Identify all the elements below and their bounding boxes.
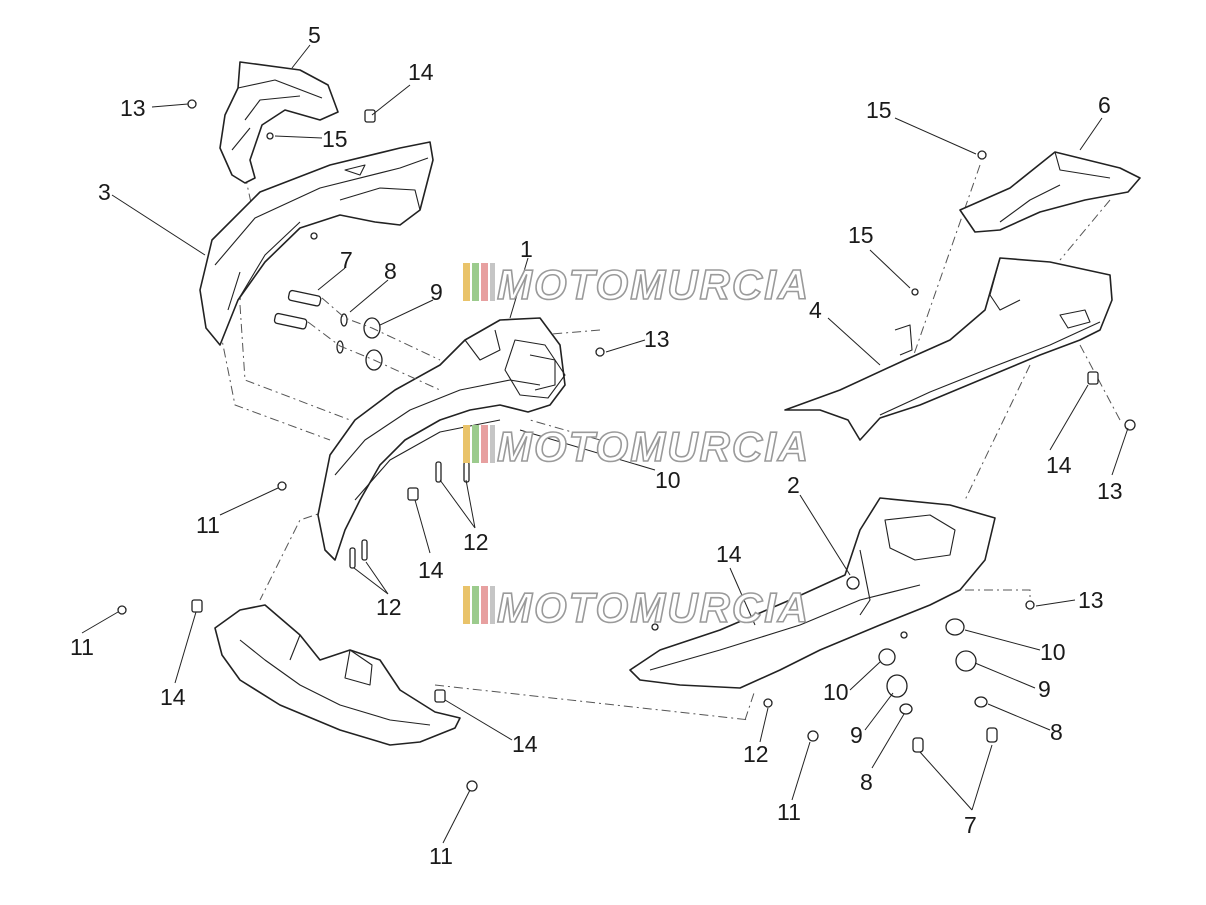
callout-9: 9 [850,722,863,748]
watermark-stripe [472,586,479,624]
callout-5: 5 [308,22,321,48]
callout-14: 14 [716,541,742,567]
right-bolt-set [878,618,998,753]
callout-8: 8 [860,769,873,795]
watermark-stripe [490,263,495,301]
lower-left-fairing [214,604,461,746]
callout-10: 10 [655,467,681,493]
watermark-stripe [463,263,470,301]
watermark-text: MOTOMURCIA [497,423,810,470]
watermark-stripe [481,425,488,463]
left-bolt-set [273,289,441,391]
callout-6: 6 [1098,92,1111,118]
fasteners [117,99,1136,792]
watermark-top: MOTOMURCIA [463,260,810,309]
callout-13: 13 [1078,587,1104,613]
watermark-bottom: MOTOMURCIA [463,583,810,632]
watermark-stripe [490,586,495,624]
part-4-right-side-panel [784,257,1113,441]
callout-11: 11 [429,843,453,869]
callout-14: 14 [418,557,444,583]
callout-7: 7 [964,812,977,838]
callout-8: 8 [384,258,397,284]
watermark-stripe [463,586,470,624]
callout-12: 12 [376,594,402,620]
callout-11: 11 [70,634,94,660]
watermark-text: MOTOMURCIA [497,584,810,631]
callout-14: 14 [408,59,434,85]
assembly-lines [219,164,1121,721]
callout-12: 12 [463,529,489,555]
callout-15: 15 [848,222,874,248]
callout-15: 15 [322,126,348,152]
callout-7: 7 [340,247,353,273]
callout-9: 9 [1038,676,1051,702]
part-5-upper-cover [219,61,339,184]
callout-9: 9 [430,279,443,305]
watermark-stripe [481,586,488,624]
watermark-middle: MOTOMURCIA [463,422,810,471]
callout-12: 12 [743,741,769,767]
callout-10: 10 [823,679,849,705]
callout-11: 11 [777,799,801,825]
watermark-stripe [463,425,470,463]
part-2-lower-right-fairing [629,497,996,689]
callout-4: 4 [809,297,822,323]
callout-13: 13 [1097,478,1123,504]
callout-3: 3 [98,179,111,205]
callout-14: 14 [160,684,186,710]
part-6-right-small-cover [959,151,1141,233]
callout-13: 13 [120,95,146,121]
callout-8: 8 [1050,719,1063,745]
callout-14: 14 [1046,452,1072,478]
callout-15: 15 [866,97,892,123]
callout-14: 14 [512,731,538,757]
callout-labels: 1 2 3 4 5 6 7 7 8 8 8 9 9 9 10 10 10 11 … [70,22,1123,869]
callout-10: 10 [1040,639,1066,665]
watermark-stripe [472,425,479,463]
watermark-stripe [481,263,488,301]
watermark-stripe [490,425,495,463]
part-3-left-side-panel [199,141,434,346]
leader-lines [81,44,1129,844]
callout-13: 13 [644,326,670,352]
watermark-stripe [472,263,479,301]
callout-11: 11 [196,512,220,538]
callout-2: 2 [787,472,800,498]
watermark-text: MOTOMURCIA [497,261,810,308]
callout-1: 1 [520,236,533,262]
